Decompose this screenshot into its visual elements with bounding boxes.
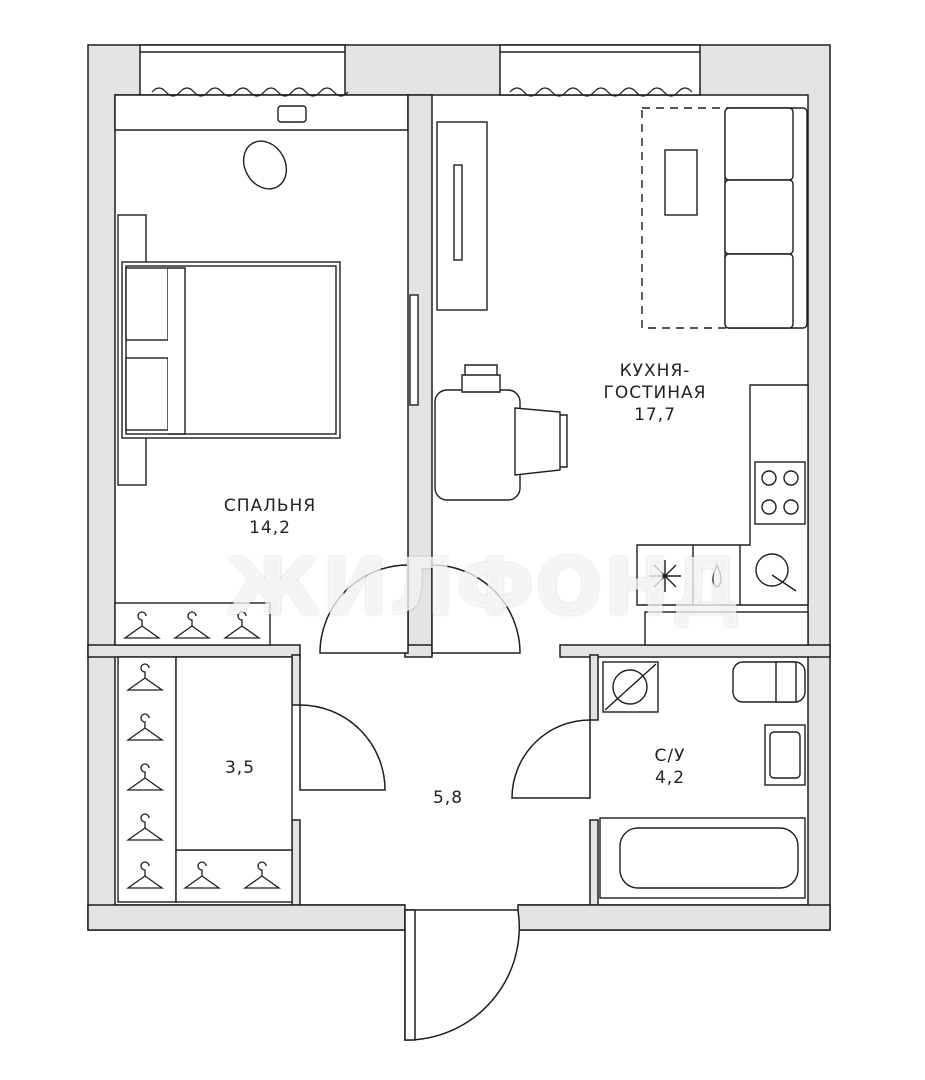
bedroom-label: СПАЛЬНЯ 14,2	[190, 495, 350, 539]
room-area: 17,7	[634, 405, 676, 425]
room-name: СПАЛЬНЯ	[223, 496, 317, 516]
chair	[242, 140, 288, 190]
hanger-icons	[122, 611, 282, 889]
entry-door	[404, 909, 521, 1041]
cooktop	[754, 461, 806, 525]
room-name: С/У	[654, 746, 686, 766]
snowflake-icon	[649, 560, 681, 592]
room-area: 14,2	[249, 518, 291, 538]
bedroom-furniture	[114, 105, 419, 903]
bedroom-door	[319, 564, 409, 654]
bathroom-fixtures	[599, 661, 806, 899]
kitchen-label: КУХНЯ- ГОСТИНАЯ 17,7	[570, 360, 740, 426]
entry-door-leaf	[404, 909, 416, 1041]
room-name-line2: ГОСТИНАЯ	[603, 383, 707, 403]
dining-table	[434, 389, 521, 501]
kitchen-door	[431, 564, 521, 654]
hall-area: 5,8	[432, 788, 464, 808]
curtains	[151, 87, 693, 97]
wardrobe-area: 3,5	[224, 758, 256, 778]
kitchen-furniture	[434, 107, 809, 646]
doors	[299, 564, 591, 1041]
room-name-line1: КУХНЯ-	[619, 361, 691, 381]
room-area: 4,2	[654, 768, 686, 788]
wardrobe-door	[299, 704, 386, 791]
bathroom-label: С/У 4,2	[630, 745, 710, 789]
sink	[755, 553, 789, 587]
bathroom-door	[511, 719, 591, 799]
watermark: ЖИЛФОНД	[225, 543, 743, 633]
drop-icon	[712, 563, 722, 588]
